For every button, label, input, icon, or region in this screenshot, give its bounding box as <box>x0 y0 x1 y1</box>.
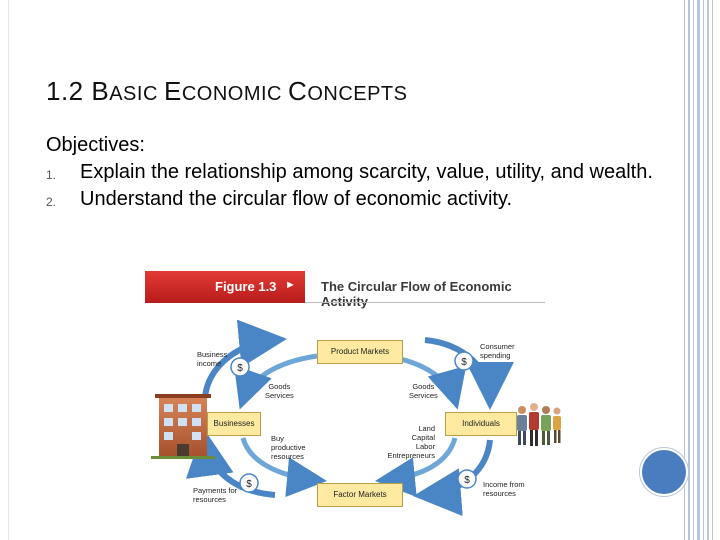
figure-number: Figure 1.3 <box>215 279 277 294</box>
decorative-border <box>684 0 720 540</box>
dollar-symbol: $ <box>461 357 467 368</box>
factor-markets-box: Factor Markets <box>317 483 403 507</box>
objective-number: 2. <box>46 195 57 209</box>
payments-for-resources-label: Payments for resources <box>193 486 238 504</box>
objectives-heading: Objectives: <box>46 134 145 156</box>
objective-text: Explain the relationship among scarcity,… <box>80 161 653 183</box>
circular-flow-figure: Figure 1.3 ► The Circular Flow of Econom… <box>145 270 565 532</box>
goods-services-right-label: Goods Services <box>409 382 438 400</box>
building-icon <box>151 394 215 459</box>
arc-inner-bottom-right <box>375 437 458 498</box>
dollar-symbol: $ <box>246 479 252 490</box>
businesses-box: Businesses <box>207 412 261 436</box>
dollar-icon: $ <box>230 357 250 377</box>
product-markets-box: Product Markets <box>317 340 403 364</box>
objective-number: 1. <box>46 168 57 182</box>
figure-title: The Circular Flow of Economic Activity <box>321 279 512 309</box>
figure-banner: Figure 1.3 ► The Circular Flow of Econom… <box>145 270 555 309</box>
figure-title-rule <box>305 302 545 303</box>
buy-productive-resources-label: Buy productive resources <box>271 434 306 461</box>
slide-title: 1.2 BASIC ECONOMIC CONCEPTS <box>46 76 408 106</box>
arc-inner-top-left <box>234 353 318 410</box>
dollar-icon: $ <box>457 469 477 489</box>
people-icon <box>517 403 561 446</box>
objective-text: Understand the circular flow of economic… <box>80 188 513 210</box>
decorative-circle <box>640 448 688 496</box>
dollar-symbol: $ <box>464 475 470 486</box>
arc-outer-bottom-left <box>185 428 276 498</box>
arc-outer-top-left <box>202 319 287 399</box>
dollar-icon: $ <box>239 473 259 493</box>
objective-item: 2. Understand the circular flow of econo… <box>46 186 686 213</box>
objectives-list: 1. Explain the relationship among scarci… <box>46 159 686 213</box>
arrow-right-icon: ► <box>285 279 296 291</box>
individuals-box: Individuals <box>445 412 517 436</box>
figure-number-tab <box>145 271 305 303</box>
objectives-section: Objectives: 1. Explain the relationship … <box>46 132 686 213</box>
business-income-label: Business income <box>197 350 228 368</box>
income-from-resources-label: Income from resources <box>483 480 525 498</box>
circular-flow-diagram: $ $ $ $ <box>151 319 561 517</box>
goods-services-left-label: Goods Services <box>265 382 294 400</box>
objective-item: 1. Explain the relationship among scarci… <box>46 159 686 186</box>
left-rule <box>8 0 9 540</box>
consumer-spending-label: Consumer spending <box>480 342 515 360</box>
factors-of-production-label: Land Capital Labor Entrepreneurs <box>387 424 435 460</box>
dollar-icon: $ <box>454 351 474 371</box>
arc-inner-bottom-left <box>240 437 327 498</box>
dollar-symbol: $ <box>237 363 243 374</box>
